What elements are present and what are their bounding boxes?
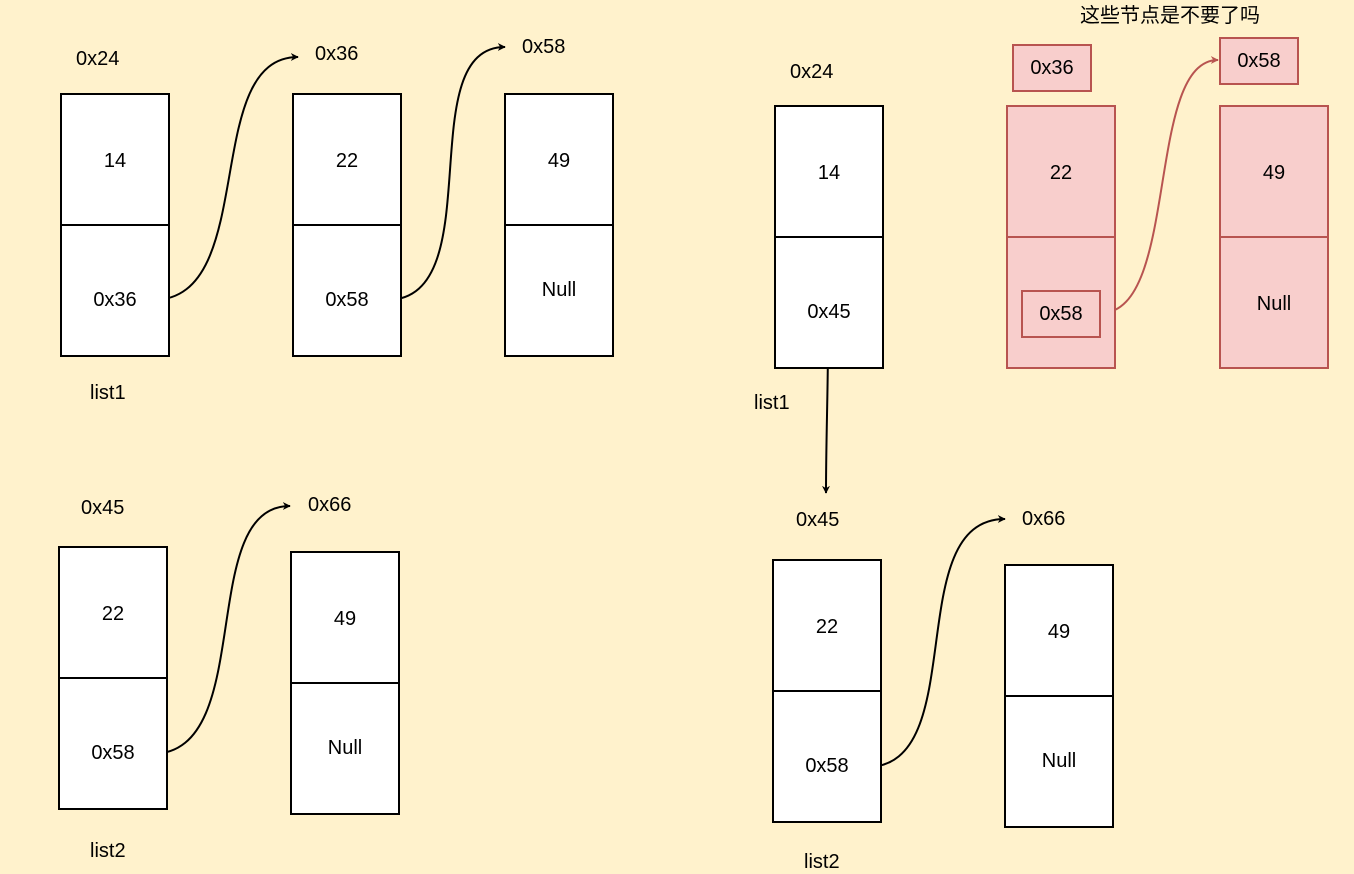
node-next-cell: Null: [292, 684, 398, 813]
node-value-cell: 49: [1221, 107, 1327, 238]
node-value: 22: [1049, 162, 1073, 184]
node-next-cell: Null: [1006, 697, 1112, 826]
list-name-label: list2: [90, 840, 126, 862]
node-value-cell: 49: [292, 553, 398, 684]
list-name-label: list2: [804, 851, 840, 873]
list-node: 49 Null: [290, 551, 400, 815]
node-address-label: 0x66: [308, 494, 352, 516]
list-node: 49 Null: [504, 93, 614, 357]
node-value: 49: [333, 608, 357, 630]
node-value-cell: 49: [506, 95, 612, 226]
node-value-cell: 22: [1008, 107, 1114, 238]
node-value: 49: [547, 150, 571, 172]
node-next-pointer: Null: [327, 737, 363, 759]
arrow-left-list1-0x58: [386, 43, 506, 301]
node-value-cell: 49: [1006, 566, 1112, 697]
node-next-pointer: 0x36: [93, 289, 137, 311]
list-name-label: list1: [754, 392, 790, 414]
node-value: 22: [101, 603, 125, 625]
node-next-pointer: Null: [541, 279, 577, 301]
node-next-cell: 0x36: [62, 226, 168, 355]
node-next-pointer: 0x58: [805, 755, 849, 777]
removed-list-node: 49 Null: [1219, 105, 1329, 369]
list-node: 49 Null: [1004, 564, 1114, 828]
removed-list-node: 22 0x58: [1006, 105, 1116, 369]
node-next-cell: 0x58: [774, 692, 880, 821]
node-value: 14: [817, 162, 841, 184]
node-value-cell: 22: [294, 95, 400, 226]
arrow-left-list2-0x66: [151, 502, 291, 755]
node-value: 22: [335, 150, 359, 172]
list-name-label: list1: [90, 382, 126, 404]
node-value-cell: 14: [62, 95, 168, 226]
list-node: 14 0x45: [774, 105, 884, 369]
node-next-cell: Null: [1221, 238, 1327, 367]
node-address-label: 0x66: [1022, 508, 1066, 530]
list-node: 22 0x58: [772, 559, 882, 823]
removed-node-address-box: 0x36: [1012, 44, 1092, 92]
list-node: 22 0x58: [58, 546, 168, 810]
node-address-label: 0x58: [522, 36, 566, 58]
node-next-cell: 0x58: [60, 679, 166, 808]
node-address-label: 0x45: [81, 497, 125, 519]
arrow-right-list2-0x66: [866, 515, 1006, 768]
node-next-pointer: Null: [1256, 293, 1292, 315]
node-next-pointer: Null: [1041, 750, 1077, 772]
node-address-label: 0x36: [315, 43, 359, 65]
node-next-cell: 0x45: [776, 238, 882, 367]
node-address-label: 0x24: [76, 48, 120, 70]
node-value-cell: 22: [60, 548, 166, 679]
node-next-pointer: 0x58: [325, 289, 369, 311]
removed-node-address-box: 0x58: [1219, 37, 1299, 85]
node-value: 22: [815, 616, 839, 638]
node-next-cell: Null: [506, 226, 612, 355]
node-value: 14: [103, 150, 127, 172]
list-node: 22 0x58: [292, 93, 402, 357]
node-value-cell: 14: [776, 107, 882, 238]
node-next-pointer: 0x45: [807, 301, 851, 323]
node-value: 49: [1262, 162, 1286, 184]
question-annotation: 这些节点是不要了吗: [1080, 5, 1260, 27]
node-address-label: 0x45: [796, 509, 840, 531]
list-node: 14 0x36: [60, 93, 170, 357]
removed-node-next-pointer: 0x58: [1021, 290, 1101, 338]
arrow-removed-0x58: [1100, 56, 1219, 314]
node-value: 49: [1047, 621, 1071, 643]
node-next-pointer: 0x58: [91, 742, 135, 764]
node-value-cell: 22: [774, 561, 880, 692]
node-address-label: 0x24: [790, 61, 834, 83]
node-next-cell: 0x58: [294, 226, 400, 355]
arrow-left-list1-0x36: [152, 53, 299, 301]
node-next-cell: 0x58: [1008, 238, 1114, 367]
